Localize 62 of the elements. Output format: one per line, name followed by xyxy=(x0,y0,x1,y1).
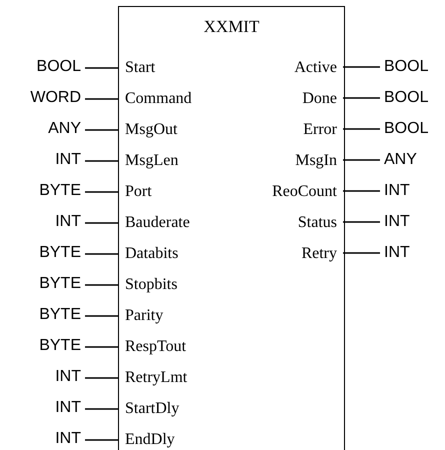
connector-line xyxy=(343,97,380,99)
connector-line xyxy=(85,377,119,379)
data-type: BYTE xyxy=(8,242,85,264)
pin-name: Databits xyxy=(119,243,231,265)
connector-line xyxy=(343,159,380,161)
pin-name: Start xyxy=(119,57,231,79)
pin-name: RetryLmt xyxy=(119,367,231,389)
connector-line xyxy=(343,252,380,254)
connector-line xyxy=(85,67,119,69)
data-type: INT xyxy=(380,242,444,264)
data-type: BYTE xyxy=(8,335,85,357)
pin-name: RespTout xyxy=(119,336,231,358)
data-type: BOOL xyxy=(380,56,444,78)
pin-name: MsgIn xyxy=(231,150,343,172)
connector-line xyxy=(85,284,119,286)
pin-name: ReoCount xyxy=(231,181,343,203)
data-type: INT xyxy=(380,180,444,202)
data-type: BOOL xyxy=(380,87,444,109)
connector-line xyxy=(85,253,119,255)
connector-line xyxy=(85,160,119,162)
data-type: BYTE xyxy=(8,273,85,295)
pin-name: Parity xyxy=(119,305,231,327)
data-type: INT xyxy=(8,366,85,388)
connector-line xyxy=(85,346,119,348)
connector-line xyxy=(85,98,119,100)
data-type: INT xyxy=(8,149,85,171)
connector-line xyxy=(85,222,119,224)
data-type: INT xyxy=(8,428,85,450)
block-title: XXMIT xyxy=(202,17,260,37)
data-type: BOOL xyxy=(8,56,85,78)
data-type: BYTE xyxy=(8,304,85,326)
pin-name: Error xyxy=(231,119,343,141)
pin-name: StartDly xyxy=(119,398,231,420)
pin-name: MsgOut xyxy=(119,119,231,141)
pin-name: Active xyxy=(231,57,343,79)
connector-line xyxy=(85,439,119,441)
data-type: INT xyxy=(8,211,85,233)
pin-name: Stopbits xyxy=(119,274,231,296)
connector-line xyxy=(343,66,380,68)
data-type: ANY xyxy=(8,118,85,140)
connector-line xyxy=(85,129,119,131)
pin-name: Done xyxy=(231,88,343,110)
connector-line xyxy=(85,408,119,410)
pin-name: Retry xyxy=(231,243,343,265)
connector-line xyxy=(343,128,380,130)
data-type: BOOL xyxy=(380,118,444,140)
pin-name: EndDly xyxy=(119,429,231,450)
connector-line xyxy=(343,221,380,223)
connector-line xyxy=(343,190,380,192)
connector-line xyxy=(85,191,119,193)
data-type: WORD xyxy=(8,87,85,109)
pin-name: Command xyxy=(119,88,231,110)
pin-name: Status xyxy=(231,212,343,234)
function-block xyxy=(118,6,345,450)
data-type: ANY xyxy=(380,149,444,171)
pin-name: Bauderate xyxy=(119,212,231,234)
data-type: INT xyxy=(380,211,444,233)
data-type: BYTE xyxy=(8,180,85,202)
connector-line xyxy=(85,315,119,317)
data-type: INT xyxy=(8,397,85,419)
pin-name: Port xyxy=(119,181,231,203)
pin-name: MsgLen xyxy=(119,150,231,172)
